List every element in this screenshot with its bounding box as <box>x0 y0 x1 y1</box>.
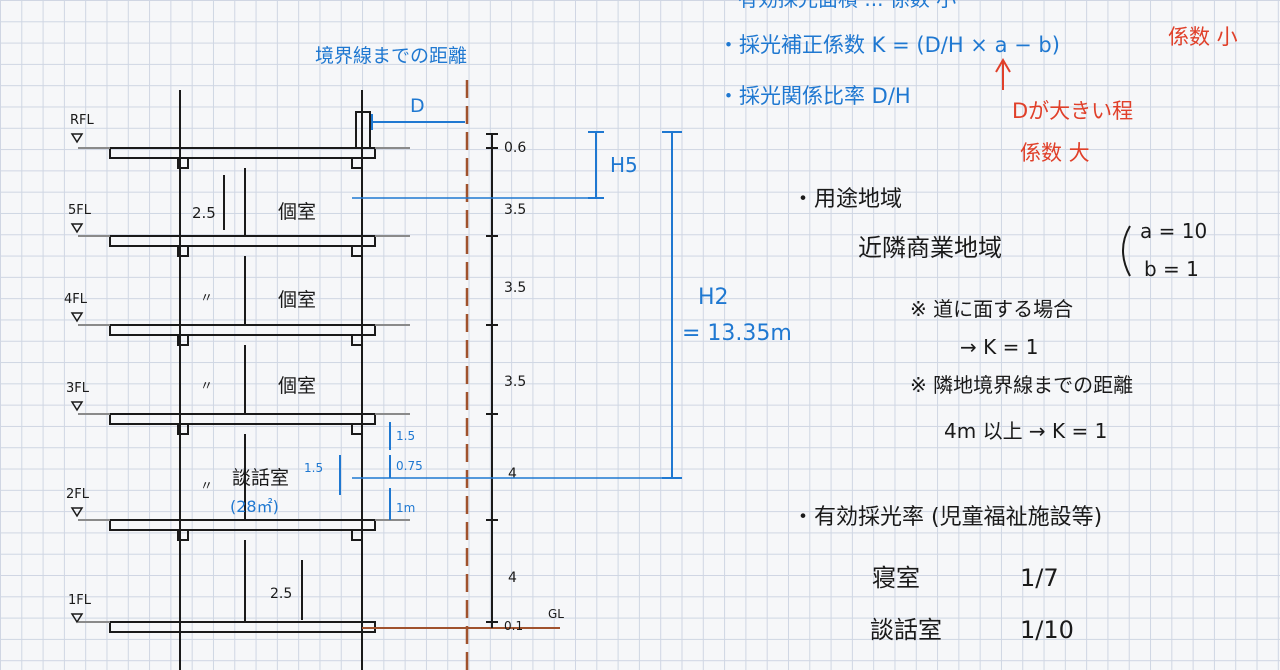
h-dimensions <box>588 131 682 479</box>
ditto-3fl: 〃 <box>200 379 213 394</box>
note-lounge-ratio: 1/10 <box>1020 616 1074 644</box>
room-label-5fl: 個室 <box>278 201 316 223</box>
window-dimension-lines <box>339 422 391 520</box>
floor-label-1fl: 1FL <box>68 593 92 608</box>
floor-labels: RFL 5FL 4FL 3FL 2FL 1FL <box>64 113 95 608</box>
height-2fl: 4 <box>508 466 517 482</box>
floor-label-rfl: RFL <box>70 113 95 128</box>
red-note-d-large: Dが大きい程 <box>1012 99 1133 123</box>
floor-label-2fl: 2FL <box>66 487 90 502</box>
red-note-large: 係数 大 <box>1020 141 1090 165</box>
boundary-distance-title: 境界線までの距離 <box>315 45 467 67</box>
note-bedroom-ratio: 1/7 <box>1020 564 1059 592</box>
height-5fl: 3.5 <box>504 202 526 218</box>
win-dim-above: 1.5 <box>396 429 415 443</box>
room-label-2fl: 談話室 <box>232 467 289 489</box>
building-section <box>109 90 376 670</box>
ceiling-height-5fl: 2.5 <box>192 204 216 222</box>
level-triangles <box>70 133 84 624</box>
note-top-cutoff: 有効採光面積 ... 係数 小 <box>738 0 956 11</box>
floor-level-lines <box>78 147 410 623</box>
note-road: ※ 道に面する場合 <box>910 297 1073 321</box>
height-values: 0.6 3.5 3.5 3.5 4 4 0.1 GL <box>504 140 564 633</box>
h2-value: = 13.35m <box>682 321 792 346</box>
note-boundary: ※ 隣地境界線までの距離 <box>910 373 1133 397</box>
d-label: D <box>410 95 425 117</box>
ceiling-height-1fl: 2.5 <box>270 586 292 602</box>
height-parapet: 0.6 <box>504 140 526 156</box>
floor-label-5fl: 5FL <box>68 203 92 218</box>
note-relation-ratio: ・採光関係比率 D/H <box>718 84 911 108</box>
win-dim-height: 1.5 <box>304 461 323 475</box>
floor-label-3fl: 3FL <box>66 381 90 396</box>
room-area-2fl: (28㎡) <box>230 497 279 516</box>
room-label-4fl: 個室 <box>278 289 316 311</box>
note-zone-name: 近隣商業地域 <box>858 234 1002 262</box>
h5-label: H5 <box>610 153 638 177</box>
floor-label-4fl: 4FL <box>64 292 88 307</box>
height-ticks <box>486 133 498 623</box>
note-bedroom: 寝室 <box>872 564 920 592</box>
height-gl-offset: 0.1 <box>504 619 523 633</box>
note-correction-factor: ・採光補正係数 K = (D/H × a − b) <box>718 33 1060 57</box>
note-use-zone: ・用途地域 <box>792 187 902 212</box>
note-b-value: b = 1 <box>1144 257 1199 281</box>
win-dim-sill: 1m <box>396 501 415 515</box>
win-dim-center: 0.75 <box>396 459 423 473</box>
bracket <box>1122 225 1131 277</box>
note-lounge: 談話室 <box>870 616 942 644</box>
note-effective-ratio: ・有効採光率 (児童福祉施設等) <box>792 505 1102 530</box>
room-label-3fl: 個室 <box>278 375 316 397</box>
ditto-4fl: 〃 <box>200 291 213 306</box>
height-4fl: 3.5 <box>504 280 526 296</box>
note-boundary-k: 4m 以上 → K = 1 <box>944 419 1107 443</box>
height-3fl: 3.5 <box>504 374 526 390</box>
ditto-2fl: 〃 <box>200 479 213 494</box>
gl-label: GL <box>548 607 564 621</box>
h2-label: H2 <box>698 285 729 310</box>
red-arrowhead <box>995 58 1011 73</box>
note-road-k: → K = 1 <box>960 335 1038 359</box>
note-a-value: a = 10 <box>1140 219 1207 243</box>
red-note-small: 係数 小 <box>1168 25 1238 49</box>
height-1fl: 4 <box>508 570 517 586</box>
